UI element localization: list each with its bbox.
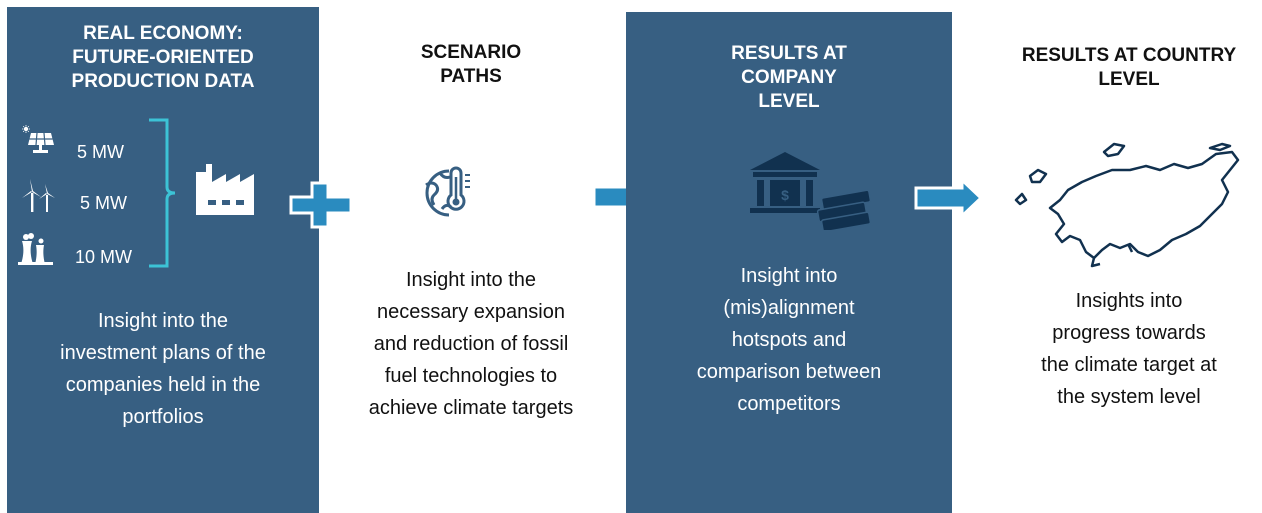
country-level-title: RESULTS AT COUNTRY LEVEL — [1021, 45, 1237, 90]
scenario-paths-title: SCENARIO PATHS — [420, 42, 522, 87]
power-plant-icon — [18, 233, 53, 265]
scenario-paths-description: Insight into the necessary expansion and… — [368, 269, 574, 419]
production-data-panel: REAL ECONOMY: FUTURE-ORIENTED PRODUCTION… — [7, 7, 319, 513]
country-level-description: Insights into progress towards the clima… — [1041, 290, 1217, 408]
arrow-right-icon-2 — [914, 178, 984, 218]
bracket-shape — [149, 118, 176, 268]
europe-map-icon — [1014, 142, 1240, 268]
plus-icon — [289, 181, 353, 229]
company-level-title: RESULTS AT COMPANY LEVEL — [731, 43, 847, 112]
power-plant-capacity: 10 MW — [75, 247, 133, 267]
production-data-title: REAL ECONOMY: FUTURE-ORIENTED PRODUCTION… — [71, 23, 255, 92]
factory-icon — [196, 164, 254, 215]
wind-turbine-icon — [22, 179, 55, 212]
svg-text:$: $ — [781, 187, 789, 203]
solar-panel-icon — [22, 125, 54, 153]
solar-capacity: 5 MW — [77, 142, 124, 162]
wind-capacity: 5 MW — [80, 193, 127, 213]
company-level-description: Insight into (mis)alignment hotspots and… — [696, 265, 882, 415]
globe-thermometer-icon — [425, 166, 470, 217]
bank-money-icon: $ — [750, 152, 872, 230]
company-level-panel: RESULTS AT COMPANY LEVEL $ Insight into … — [626, 12, 952, 513]
production-data-description: Insight into the investment plans of the… — [60, 310, 266, 428]
